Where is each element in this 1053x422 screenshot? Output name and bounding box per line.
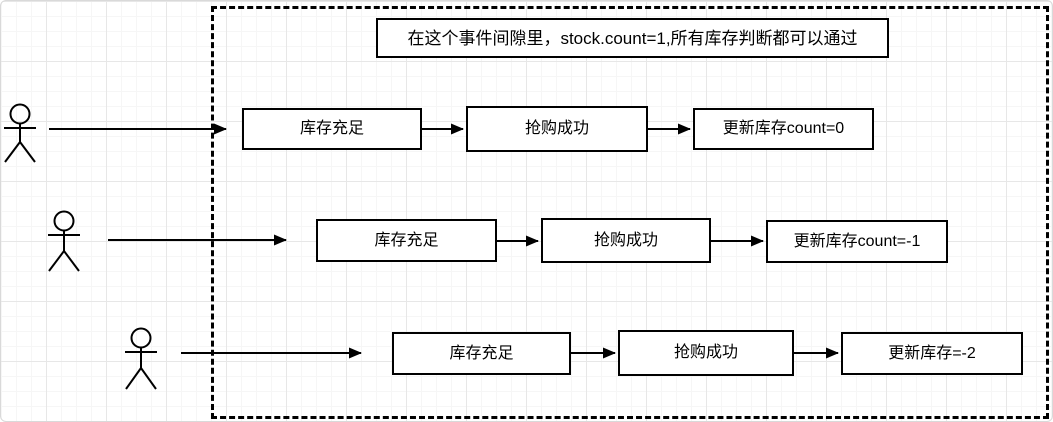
step-box-purchase-success: 抢购成功 bbox=[618, 330, 794, 376]
system-boundary-dashed-rect bbox=[211, 6, 1049, 419]
step-box-stock-sufficient: 库存充足 bbox=[392, 332, 571, 375]
annotation-note-box: 在这个事件间隙里，stock.count=1,所有库存判断都可以通过 bbox=[376, 18, 889, 58]
stick-figure-actor-icon bbox=[48, 210, 80, 272]
step-box-purchase-success: 抢购成功 bbox=[466, 106, 648, 152]
step-box-stock-sufficient: 库存充足 bbox=[316, 219, 497, 262]
step-box-update-stock: 更新库存count=-1 bbox=[766, 220, 948, 263]
step-box-update-stock: 更新库存count=0 bbox=[693, 108, 874, 150]
step-box-update-stock: 更新库存=-2 bbox=[841, 332, 1023, 375]
stick-figure-actor-icon bbox=[4, 103, 36, 163]
stick-figure-actor-icon bbox=[125, 327, 157, 390]
step-box-purchase-success: 抢购成功 bbox=[541, 218, 711, 263]
step-box-stock-sufficient: 库存充足 bbox=[242, 108, 422, 150]
